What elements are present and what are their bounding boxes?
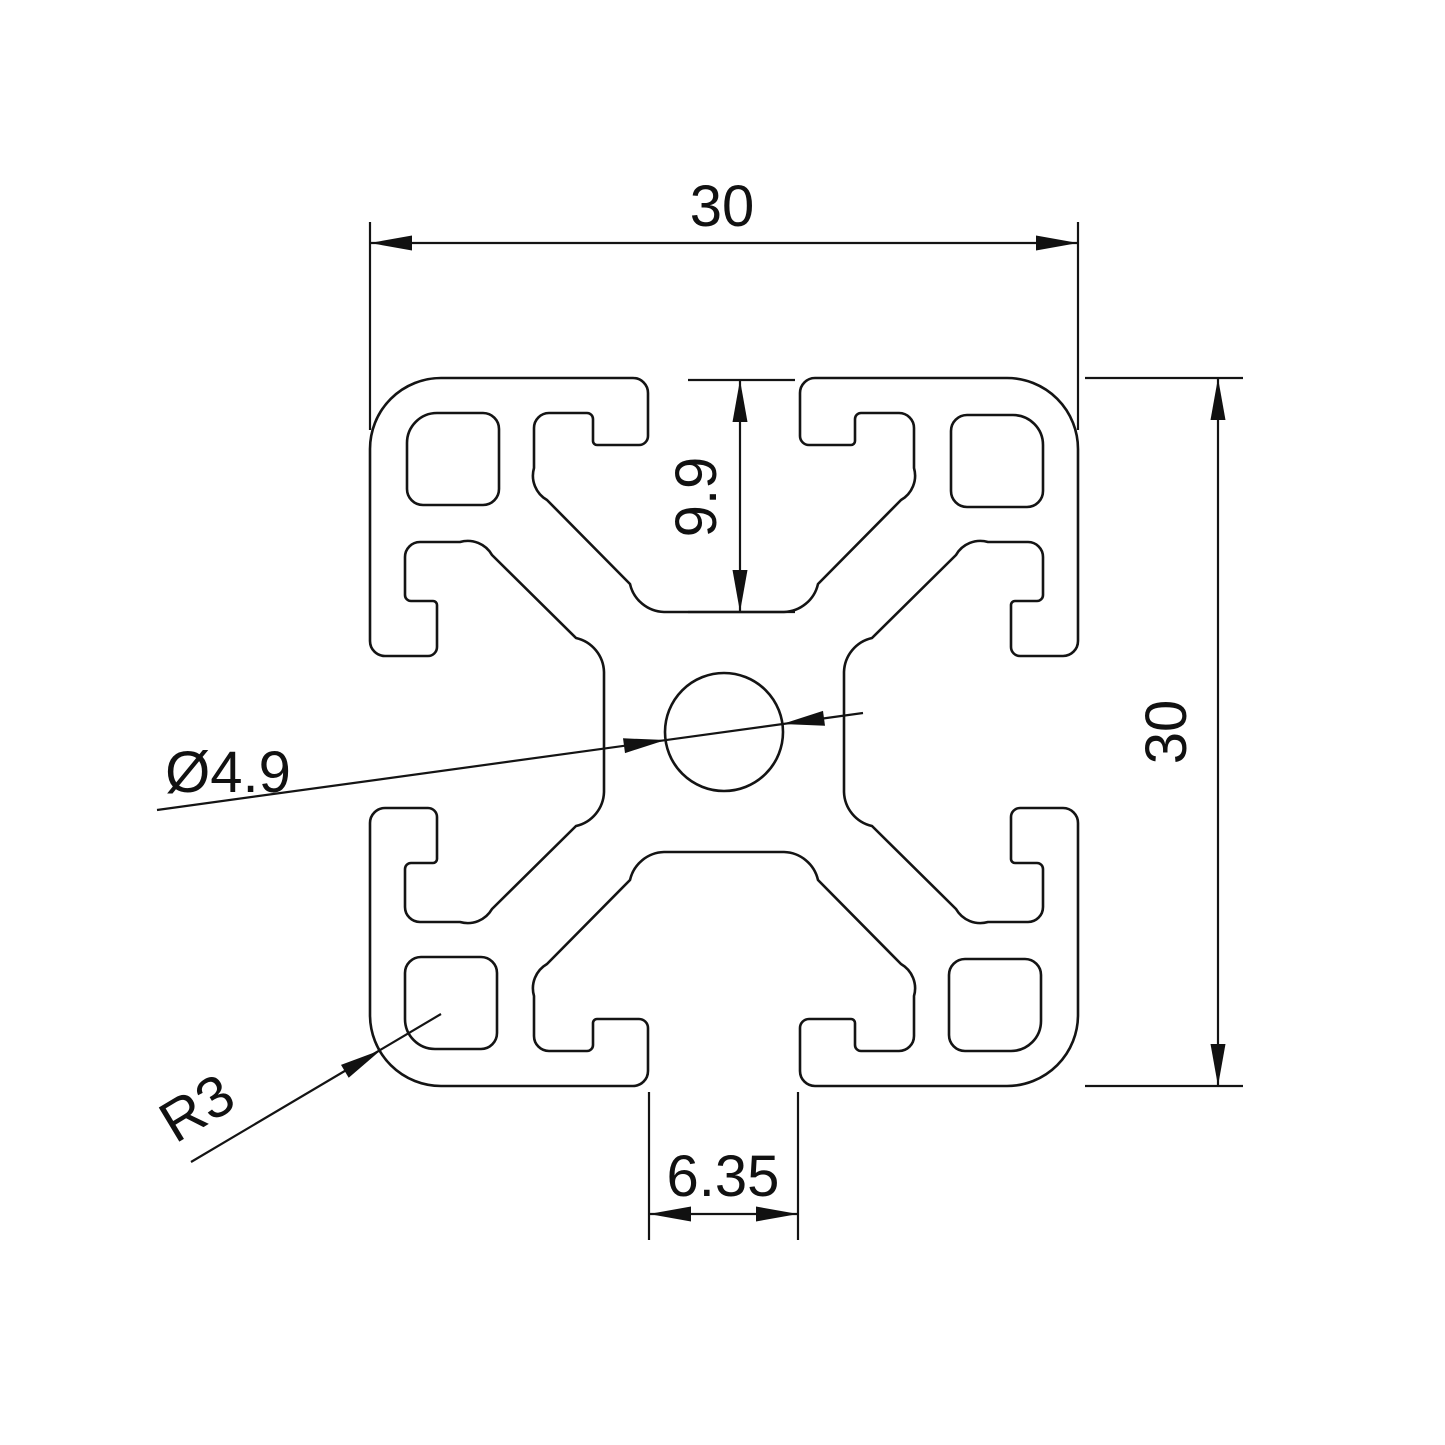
dimension-arrowhead <box>1210 1044 1226 1086</box>
center-hole <box>663 671 785 793</box>
dim-overall-width-label: 30 <box>690 174 755 239</box>
dimension-arrowhead <box>732 570 748 612</box>
corner-cavity-bottom-right <box>947 957 1043 1053</box>
dim-slot-width-label: 6.35 <box>667 1144 780 1209</box>
dimension-arrowhead <box>341 1050 381 1078</box>
dimension-line-set <box>156 222 1243 1240</box>
dimension-arrowhead <box>370 235 412 251</box>
corner-cavity-top-left <box>405 411 501 507</box>
dimension-arrowhead <box>756 1206 798 1222</box>
dimension-labels: 30 30 9.9 Ø4.9 R3 6.35 <box>148 174 1199 1209</box>
dim-hole-diameter-label: Ø4.9 <box>165 740 291 805</box>
dimension-arrowhead <box>1210 378 1226 420</box>
dimension-arrowhead <box>732 380 748 422</box>
profile-geometry <box>368 376 1080 1088</box>
dimension-arrowheads <box>341 235 1226 1222</box>
dimension-lines <box>156 222 1243 1240</box>
corner-cavity-bottom-left <box>403 955 499 1051</box>
dimension-arrowhead <box>623 738 666 754</box>
dimension-arrowhead <box>782 710 825 726</box>
profile-outline <box>368 376 1080 1088</box>
dim-overall-height-label: 30 <box>1134 700 1199 765</box>
dimension-arrowhead <box>649 1206 691 1222</box>
dim-corner-radius-label: R3 <box>148 1061 245 1155</box>
dim-slot-depth-label: 9.9 <box>664 457 729 538</box>
dimension-arrowhead <box>1036 235 1078 251</box>
corner-cavity-top-right <box>949 413 1045 509</box>
